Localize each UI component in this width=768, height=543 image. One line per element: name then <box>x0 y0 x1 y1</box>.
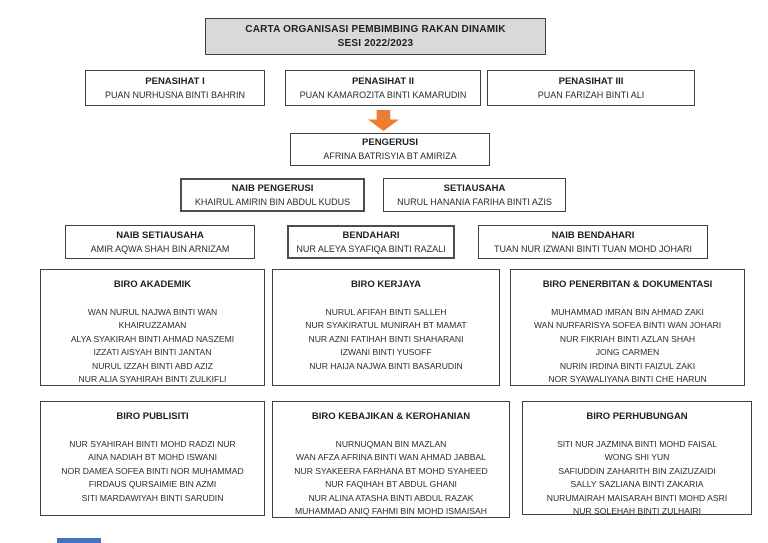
member-name: MUHAMMAD ANIQ FAHMI BIN MOHD ISMAISAH <box>295 506 487 517</box>
blue-strip-decoration <box>57 538 101 543</box>
role-title: BENDAHARI <box>342 229 400 241</box>
org-box-setiausaha: SETIAUSAHA NURUL HANANIA FARIHA BINTI AZ… <box>383 178 566 212</box>
chart-title-line1: CARTA ORGANISASI PEMBIMBING RAKAN DINAMI… <box>245 23 506 35</box>
org-box-penasihat-1: PENASIHAT I PUAN NURHUSNA BINTI BAHRIN <box>85 70 265 106</box>
member-name: NUR AZNI FATIHAH BINTI SHAHARANI <box>308 333 464 344</box>
member-name: MUHAMMAD IMRAN BIN AHMAD ZAKI <box>551 307 704 317</box>
person-name: KHAIRUL AMIRIN BIN ABDUL KUDUS <box>194 196 351 207</box>
member-name: WONG SHI YUN <box>604 452 670 463</box>
role-title: NAIB SETIAUSAHA <box>116 229 204 241</box>
member-name: NUR FAQIHAH BT ABDUL GHANI <box>325 479 457 490</box>
member-name: WAN NURFARISYA SOFEA BINTI WAN JOHARI <box>533 320 722 331</box>
member-name: SALLY SAZLIANA BINTI ZAKARIA <box>570 479 704 490</box>
member-name: JONG CARMEN <box>595 347 660 358</box>
bureau-members: MUHAMMAD IMRAN BIN AHMAD ZAKI WAN NURFARI… <box>511 306 744 386</box>
member-name: NOR DAMEA SOFEA BINTI NOR MUHAMMAD <box>61 465 244 476</box>
down-arrow-icon <box>368 110 399 131</box>
org-box-naib-pengerusi: NAIB PENGERUSI KHAIRUL AMIRIN BIN ABDUL … <box>180 178 365 212</box>
member-name: NUR SOLEHAH BINTI ZULHAIRI <box>573 506 701 517</box>
member-name: NUR HAIJA NAJWA BINTI BASARUDIN <box>309 360 463 371</box>
role-title: PENASIHAT I <box>145 75 205 87</box>
member-name: NUR SYAKEERA FARHANA BT MOHD SYAHEED <box>294 465 488 476</box>
org-box-bendahari: BENDAHARI NUR ALEYA SYAFIQA BINTI RAZALI <box>287 225 455 259</box>
member-name: AINA NADIAH BT MOHD ISWANI <box>88 452 217 463</box>
role-title: PENASIHAT II <box>351 75 415 87</box>
bureau-box-perhubungan: BIRO PERHUBUNGAN SITI NUR JAZMINA BINTI … <box>522 401 752 518</box>
org-box-naib-bendahari: NAIB BENDAHARI TUAN NUR IZWANI BINTI TUA… <box>478 225 708 259</box>
member-name: IZZATI AISYAH BINTI JANTAN <box>93 347 212 358</box>
bureau-title: BIRO PENERBITAN & DOKUMENTASI <box>542 279 713 290</box>
member-name: KHAIRUZZAMAN <box>118 320 187 331</box>
person-name: AMIR AQWA SHAH BIN ARNIZAM <box>90 243 230 254</box>
role-title: PENASIHAT III <box>558 75 624 87</box>
org-box-penasihat-3: PENASIHAT III PUAN FARIZAH BINTI ALI <box>487 70 695 106</box>
bureau-title: BIRO KEBAJIKAN & KEROHANIAN <box>311 411 471 422</box>
member-name: FIRDAUS QURSAIMIE BIN AZMI <box>88 479 217 490</box>
person-name: AFRINA BATRISYIA BT AMIRIZA <box>323 151 457 161</box>
person-name: TUAN NUR IZWANI BINTI TUAN MOHD JOHARI <box>494 243 692 254</box>
org-box-pengerusi: PENGERUSI AFRINA BATRISYIA BT AMIRIZA <box>290 133 490 166</box>
member-name: NUR FIKRIAH BINTI AZLAN SHAH <box>559 333 696 344</box>
person-name: PUAN FARIZAH BINTI ALI <box>537 89 645 100</box>
bureau-box-akademik: BIRO AKADEMIK WAN NURUL NAJWA BINTI WAN K… <box>40 269 265 386</box>
bureau-box-penerbitan-dokumentasi: BIRO PENERBITAN & DOKUMENTASI MUHAMMAD I… <box>510 269 745 386</box>
member-name: ALYA SYAKIRAH BINTI AHMAD NASZEMI <box>70 333 235 344</box>
member-name: NURNUQMAN BIN MAZLAN <box>335 439 447 449</box>
member-name: NUR ALINA ATASHA BINTI ABDUL RAZAK <box>308 492 474 503</box>
member-name: WAN AFZA AFRINA BINTI WAN AHMAD JABBAL <box>296 452 486 463</box>
bureau-box-kebajikan-kerohanian: BIRO KEBAJIKAN & KEROHANIAN NURNUQMAN BI… <box>272 401 510 518</box>
bureau-title: BIRO KERJAYA <box>350 279 422 290</box>
member-name: NURUL AFIFAH BINTI SALLEH <box>325 307 447 317</box>
org-box-naib-setiausaha: NAIB SETIAUSAHA AMIR AQWA SHAH BIN ARNIZ… <box>65 225 255 259</box>
member-name: NURUL IZZAH BINTI ABD AZIZ <box>92 360 213 371</box>
role-title: NAIB PENGERUSI <box>231 182 314 194</box>
bureau-title: BIRO PERHUBUNGAN <box>586 411 688 422</box>
chart-title-box: CARTA ORGANISASI PEMBIMBING RAKAN DINAMI… <box>205 18 546 55</box>
bureau-members: NURNUQMAN BIN MAZLAN WAN AFZA AFRINA BINT… <box>273 438 509 518</box>
member-name: NURUMAIRAH MAISARAH BINTI MOHD ASRI <box>546 492 728 503</box>
role-title: PENGERUSI <box>362 137 418 148</box>
bureau-members: NURUL AFIFAH BINTI SALLEH NUR SYAKIRATUL … <box>273 306 499 373</box>
bureau-members: SITI NUR JAZMINA BINTI MOHD FAISAL WONG S… <box>523 438 751 518</box>
member-name: SITI MARDAWIYAH BINTI SARUDIN <box>81 492 224 503</box>
chart-title-line2: SESI 2022/2023 <box>337 37 414 49</box>
member-name: SAFIUDDIN ZAHARITH BIN ZAIZUZAIDI <box>558 465 716 476</box>
bureau-title: BIRO AKADEMIK <box>113 279 192 290</box>
bureau-members: WAN NURUL NAJWA BINTI WAN KHAIRUZZAMAN ALY… <box>41 306 264 386</box>
member-name: NUR ALIA SYAHIRAH BINTI ZULKIFLI <box>78 374 227 385</box>
member-name: NURIN IRDINA BINTI FAIZUL ZAKI <box>559 360 696 371</box>
member-name: WAN NURUL NAJWA BINTI WAN <box>87 307 218 317</box>
member-name: NUR SYAKIRATUL MUNIRAH BT MAMAT <box>305 320 467 331</box>
member-name: SITI NUR JAZMINA BINTI MOHD FAISAL <box>557 439 717 449</box>
person-name: NUR ALEYA SYAFIQA BINTI RAZALI <box>296 243 446 254</box>
role-title: SETIAUSAHA <box>443 182 506 194</box>
member-name: NUR SYAHIRAH BINTI MOHD RADZI NUR <box>69 439 236 449</box>
member-name: IZWANI BINTI YUSOFF <box>340 347 432 358</box>
person-name: PUAN KAMAROZITA BINTI KAMARUDIN <box>299 89 467 100</box>
bureau-box-publisiti: BIRO PUBLISITI NUR SYAHIRAH BINTI MOHD R… <box>40 401 265 516</box>
member-name: NOR SYAWALIYANA BINTI CHE HARUN <box>548 374 707 385</box>
org-box-penasihat-2: PENASIHAT II PUAN KAMAROZITA BINTI KAMAR… <box>285 70 481 106</box>
bureau-members: NUR SYAHIRAH BINTI MOHD RADZI NUR AINA NA… <box>41 438 264 505</box>
person-name: NURUL HANANIA FARIHA BINTI AZIS <box>397 196 552 207</box>
bureau-title: BIRO PUBLISITI <box>116 411 189 422</box>
role-title: NAIB BENDAHARI <box>551 229 635 241</box>
person-name: PUAN NURHUSNA BINTI BAHRIN <box>104 89 246 100</box>
